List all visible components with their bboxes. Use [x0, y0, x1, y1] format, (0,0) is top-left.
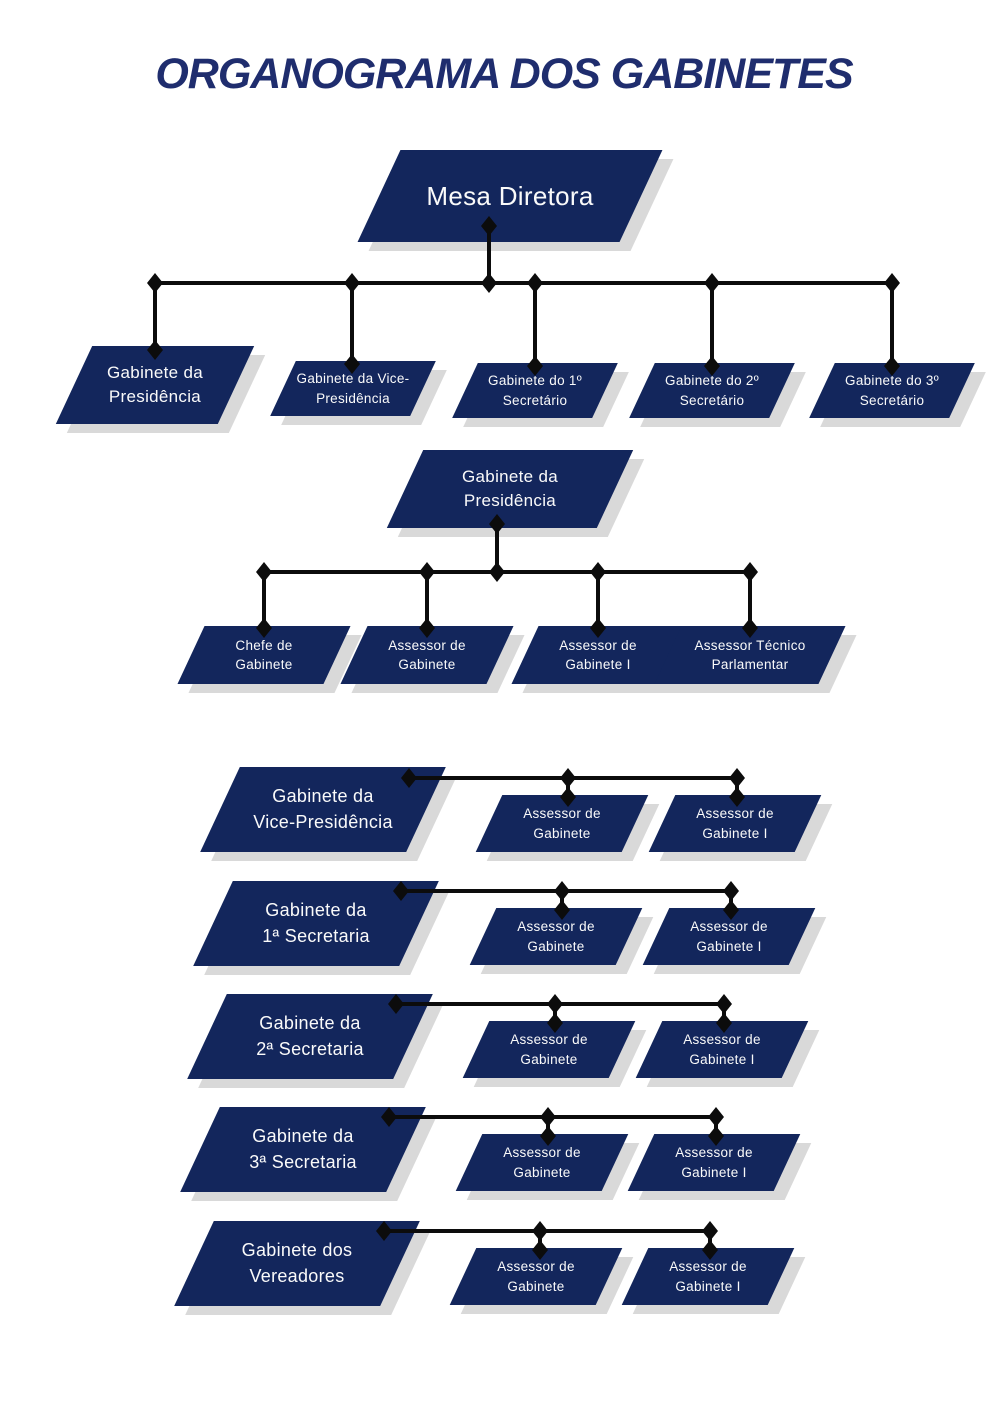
node-label: Chefe de Gabinete — [235, 637, 293, 672]
node-label: Assessor de Gabinete — [523, 806, 601, 841]
org-node-gabinete-vice-presidencia: Gabinete da Vice- Presidência — [270, 361, 447, 425]
node-label: Gabinete da Vice- Presidência — [296, 371, 410, 406]
page-title: ORGANOGRAMA DOS GABINETES — [155, 50, 853, 98]
node-label: Assessor de Gabinete — [503, 1145, 581, 1180]
org-node-2-secretaria-assessor-i: Assessor de Gabinete I — [635, 1021, 820, 1087]
org-node-gabinete-1-secretario: Gabinete do 1º Secretário — [452, 363, 629, 427]
node-label: Gabinete da 2ª Secretaria — [256, 1012, 364, 1059]
node-label: Assessor de Gabinete I — [690, 919, 768, 954]
node-label: Assessor de Gabinete I — [669, 1259, 747, 1294]
org-node-3-secretaria-assessor-i: Assessor de Gabinete I — [627, 1134, 812, 1200]
org-node-vereadores-assessor-i: Assessor de Gabinete I — [621, 1248, 806, 1314]
org-node-1-secretaria-root: Gabinete da 1ª Secretaria — [193, 881, 450, 975]
org-node-2-secretaria-root: Gabinete da 2ª Secretaria — [187, 994, 444, 1088]
node-label: Assessor de Gabinete I — [675, 1145, 753, 1180]
org-node-assessor-tecnico-parlamentar: Assessor Técnico Parlamentar — [654, 626, 857, 693]
org-node-vereadores-assessor: Assessor de Gabinete — [449, 1248, 634, 1314]
org-node-vereadores-root: Gabinete dos Vereadores — [174, 1221, 431, 1315]
org-node-gabinete-2-secretario: Gabinete do 2º Secretário — [629, 363, 806, 427]
org-node-assessor-de-gabinete-i: Assessor de Gabinete I — [511, 626, 696, 693]
node-label: Assessor Técnico Parlamentar — [694, 637, 806, 672]
org-node-chefe-de-gabinete: Chefe de Gabinete — [177, 626, 362, 693]
org-node-vice-assessor: Assessor de Gabinete — [475, 795, 660, 861]
org-node-2-secretaria-assessor: Assessor de Gabinete — [462, 1021, 647, 1087]
node-label: Gabinete da Presidência — [462, 466, 558, 510]
org-node-vice-presidencia-root: Gabinete da Vice-Presidência — [200, 767, 457, 861]
org-node-gabinete-presidencia: Gabinete da Presidência — [55, 346, 266, 433]
node-label: Assessor de Gabinete — [510, 1032, 588, 1067]
node-label: Gabinete da 3ª Secretaria — [249, 1125, 357, 1172]
node-label: Assessor de Gabinete I — [559, 637, 637, 672]
org-node-vice-assessor-i: Assessor de Gabinete I — [648, 795, 833, 861]
node-label: Gabinete da Vice-Presidência — [253, 785, 393, 832]
node-label: Gabinete do 3º Secretário — [845, 373, 939, 408]
node-label: Gabinete do 1º Secretário — [488, 373, 582, 408]
org-node-presidencia-root: Gabinete da Presidência — [386, 450, 645, 537]
node-label: Mesa Diretora — [426, 180, 594, 211]
node-label: Assessor de Gabinete — [497, 1259, 575, 1294]
node-label: Gabinete do 2º Secretário — [665, 373, 759, 408]
org-node-assessor-de-gabinete: Assessor de Gabinete — [340, 626, 525, 693]
org-node-1-secretaria-assessor: Assessor de Gabinete — [469, 908, 654, 974]
node-label: Gabinete da Presidência — [107, 362, 203, 406]
node-label: Assessor de Gabinete I — [683, 1032, 761, 1067]
node-label: Gabinete da 1ª Secretaria — [262, 899, 370, 946]
node-label: Assessor de Gabinete — [517, 919, 595, 954]
org-node-3-secretaria-root: Gabinete da 3ª Secretaria — [180, 1107, 437, 1201]
org-node-mesa-diretora: Mesa Diretora — [357, 150, 674, 251]
node-label: Gabinete dos Vereadores — [241, 1239, 353, 1286]
org-node-1-secretaria-assessor-i: Assessor de Gabinete I — [642, 908, 827, 974]
org-node-gabinete-3-secretario: Gabinete do 3º Secretário — [809, 363, 986, 427]
org-node-3-secretaria-assessor: Assessor de Gabinete — [455, 1134, 640, 1200]
node-label: Assessor de Gabinete I — [696, 806, 774, 841]
node-label: Assessor de Gabinete — [388, 637, 466, 672]
